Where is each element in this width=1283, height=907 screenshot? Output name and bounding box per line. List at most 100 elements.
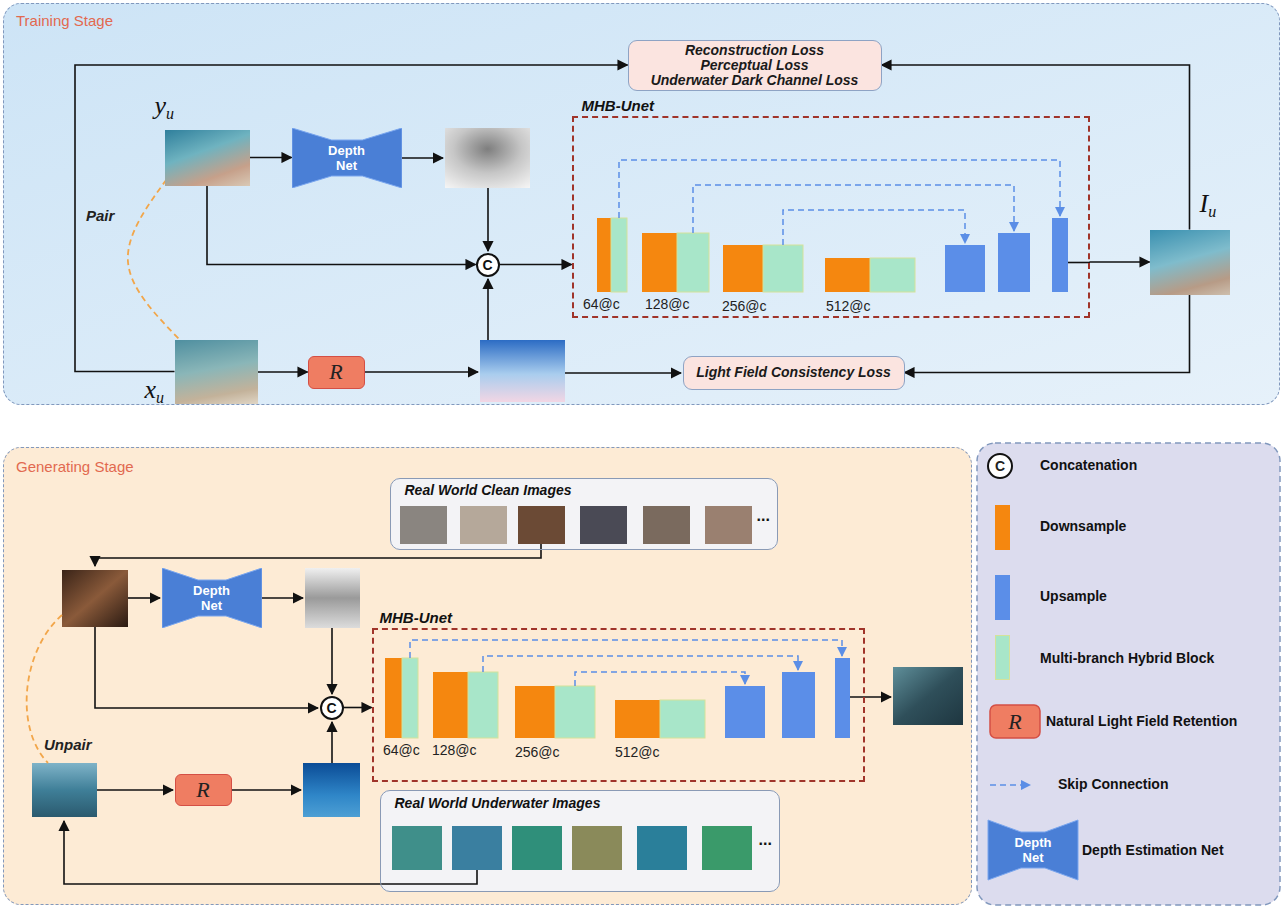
clean-thumbnails xyxy=(400,506,752,544)
pair-link xyxy=(128,180,180,340)
legend-symbols xyxy=(988,454,1078,880)
node-text: C xyxy=(326,700,336,716)
legend-panel xyxy=(977,443,1280,905)
downsample-block xyxy=(385,658,402,738)
skip-connection xyxy=(783,210,965,245)
mhb-blocks-training xyxy=(597,218,1068,292)
image-set-box: Real World Underwater Images... xyxy=(380,790,780,892)
hybrid-block xyxy=(870,258,915,292)
arrow xyxy=(365,371,478,373)
clean-box-fill xyxy=(390,478,778,550)
concat-circle: C xyxy=(320,696,344,720)
arrow xyxy=(565,372,681,374)
arrow xyxy=(331,628,333,694)
retention-symbol xyxy=(990,705,1040,738)
skip-connections-generating xyxy=(410,640,842,686)
legend-text: Multi-branch Hybrid Block xyxy=(1040,650,1214,666)
downsample-block xyxy=(515,686,555,738)
thumbnail xyxy=(705,506,752,544)
circle-outline xyxy=(477,254,499,276)
light-field-image xyxy=(303,763,360,817)
symbol-text: Depth Net xyxy=(1003,833,1063,867)
channel-label: 128@c xyxy=(645,296,690,312)
legend-text: Downsample xyxy=(1040,518,1126,534)
depth-net-symbol xyxy=(988,820,1078,880)
thumbnail xyxy=(643,506,690,544)
image-node: xu xyxy=(175,340,258,404)
upsample-block xyxy=(725,686,765,738)
edge-label: Pair xyxy=(86,207,114,224)
node-text: Generating Stage xyxy=(16,458,134,475)
loss-box: Reconstruction LossPerceptual LossUnderw… xyxy=(628,40,882,91)
connector-arrow xyxy=(882,65,1190,230)
mhb-blocks-generating xyxy=(385,658,850,738)
hybrid-block xyxy=(555,686,595,738)
downsample-block xyxy=(615,700,660,738)
downsample-block xyxy=(825,258,870,292)
upsample-block xyxy=(782,672,815,738)
arrow xyxy=(402,157,443,159)
stage-panel: Real World Clean Images... Depth NetMHB-U… xyxy=(3,447,972,905)
retention-box: R xyxy=(175,774,232,806)
node-text: MHB-Unet xyxy=(380,609,453,626)
skip-symbol xyxy=(990,784,1030,786)
node-text: Real World Clean Images xyxy=(405,482,572,498)
node-text: Real World Underwater Images xyxy=(395,795,601,811)
clean-image xyxy=(62,570,128,627)
thumbnail xyxy=(460,506,507,544)
mhb-unet: MHB-Unet xyxy=(572,116,1090,318)
connector-arrow xyxy=(258,371,308,373)
node-note: Perceptual Loss xyxy=(700,58,808,73)
arrow xyxy=(850,696,891,698)
node-text: R xyxy=(196,777,209,803)
generating-panel-fill xyxy=(3,447,972,905)
concat-symbol xyxy=(988,454,1012,478)
channel-label: 512@c xyxy=(615,744,660,760)
skip-connection xyxy=(483,656,798,672)
thumbnail xyxy=(518,506,565,544)
image-node: yu xyxy=(165,130,250,186)
light-field-image xyxy=(480,340,565,402)
connector-arrow xyxy=(250,157,292,159)
arrow xyxy=(97,789,173,791)
legend-swatch xyxy=(995,575,1010,620)
upsample-block xyxy=(998,233,1030,292)
channel-label: 256@c xyxy=(515,744,560,760)
concat-circle: C xyxy=(476,253,500,277)
arrow xyxy=(128,597,160,599)
node-text: C xyxy=(482,257,492,273)
retention-box: R xyxy=(308,356,365,389)
arrow xyxy=(95,627,318,708)
node-text: Iu xyxy=(1200,190,1217,226)
node-note: ... xyxy=(759,831,772,849)
flow-arrows xyxy=(64,158,1090,884)
connector-arrow xyxy=(905,295,1190,373)
node-text: Depth Net xyxy=(321,143,373,173)
arrow xyxy=(232,789,301,791)
node-note: Underwater Dark Channel Loss xyxy=(651,73,859,88)
line xyxy=(1068,262,1090,264)
node-text: Light Field Consistency Loss xyxy=(696,365,890,380)
legend-swatch xyxy=(995,635,1010,680)
node-text: MHB-Unet xyxy=(582,97,655,114)
pair-label: Unpair xyxy=(44,736,92,753)
depth-net: Depth Net xyxy=(162,568,262,628)
legend-swatch xyxy=(995,505,1010,550)
underwater-box-fill xyxy=(380,790,780,892)
node-text: R xyxy=(329,359,342,385)
channel-label: 512@c xyxy=(826,298,871,314)
thumbnail xyxy=(580,506,627,544)
channel-label: 128@c xyxy=(432,742,477,758)
skip-connections-training xyxy=(619,160,1060,245)
upsample-block xyxy=(945,245,985,292)
symbol-letter: C xyxy=(988,454,1012,478)
loss-box: Light Field Consistency Loss xyxy=(683,356,905,390)
depth-map-image xyxy=(305,568,360,628)
circle-outline xyxy=(321,697,343,719)
legend-text: Concatenation xyxy=(1040,457,1137,473)
training-panel-fill xyxy=(3,3,1280,405)
upsample-block xyxy=(835,658,850,738)
channel-label: 64@c xyxy=(383,742,420,758)
generated-image xyxy=(893,667,963,725)
underwater-thumbnails xyxy=(392,826,752,870)
